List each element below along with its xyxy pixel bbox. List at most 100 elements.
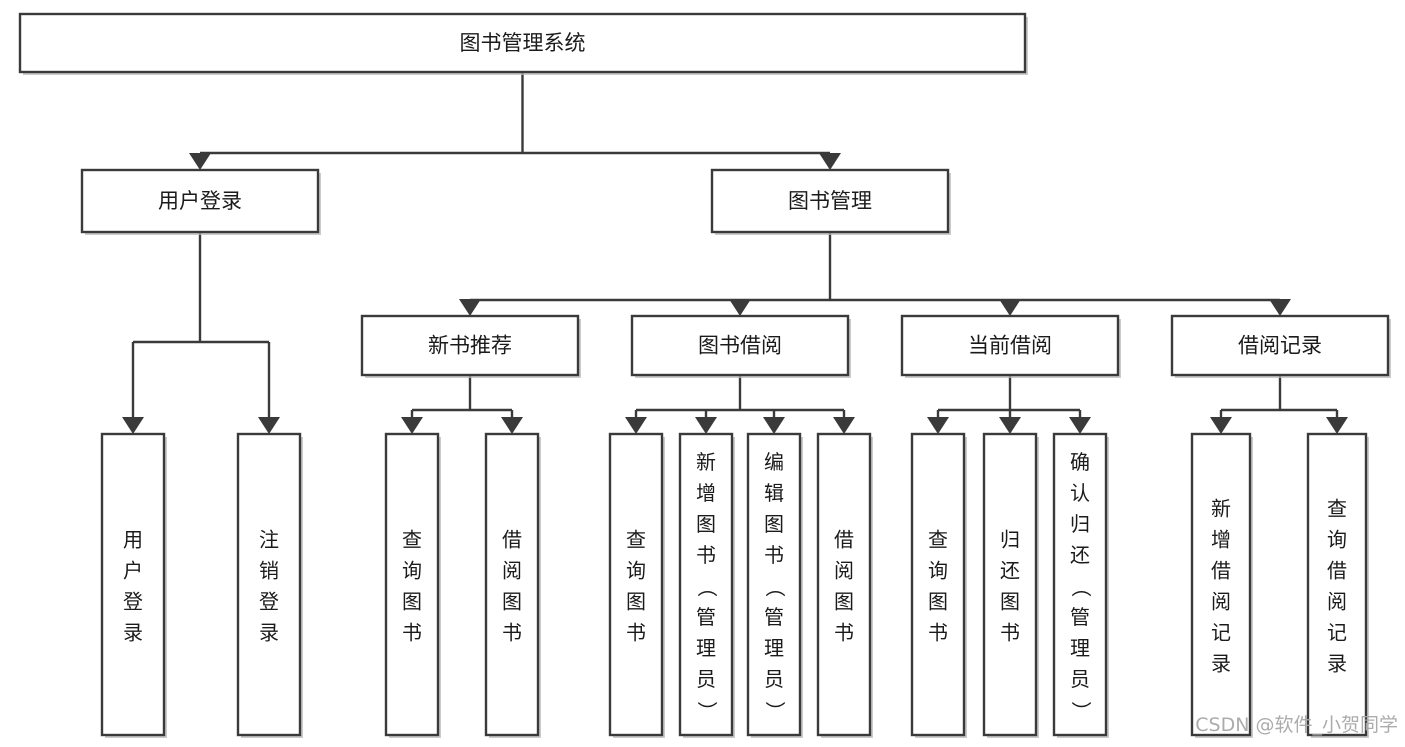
svg-text:询: 询	[928, 559, 948, 583]
svg-text:录: 录	[123, 621, 143, 645]
svg-text:管: 管	[764, 605, 784, 629]
node-label: 图书管理	[788, 189, 872, 213]
arrow-head-icon	[695, 417, 717, 434]
svg-text:还: 还	[1070, 543, 1090, 567]
connector-layer	[122, 72, 1348, 434]
svg-text:书: 书	[1000, 621, 1020, 645]
node-current-borrow[interactable]: 当前借阅	[900, 314, 1121, 378]
svg-text:销: 销	[259, 559, 279, 583]
arrow-head-icon	[1326, 417, 1348, 434]
svg-text:用: 用	[123, 528, 143, 552]
node-label: 借阅记录	[1238, 334, 1322, 358]
node-box	[710, 168, 950, 234]
arrow-head-icon	[999, 299, 1021, 316]
arrow-head-icon	[459, 299, 481, 316]
svg-text:书: 书	[764, 543, 784, 567]
svg-text:查: 查	[626, 528, 646, 552]
svg-text:图: 图	[1000, 590, 1020, 614]
node-root[interactable]: 图书管理系统	[18, 12, 1028, 75]
svg-text:图: 图	[402, 590, 422, 614]
arrow-head-icon	[1210, 417, 1232, 434]
node-box	[80, 168, 320, 234]
node-book-borrow[interactable]: 图书借阅	[630, 314, 851, 378]
svg-text:管: 管	[1070, 605, 1090, 629]
svg-text:书: 书	[502, 621, 522, 645]
svg-text:书: 书	[928, 621, 948, 645]
svg-text:图: 图	[502, 590, 522, 614]
svg-text:阅: 阅	[1211, 590, 1231, 614]
arrow-head-icon	[401, 417, 423, 434]
svg-text:记: 记	[1211, 621, 1231, 645]
svg-text:书: 书	[402, 621, 422, 645]
node-box	[484, 432, 540, 737]
connector-group-book-borrow	[625, 375, 855, 434]
svg-text:）: ）	[763, 701, 787, 721]
arrow-head-icon	[122, 417, 144, 434]
node-box	[100, 432, 166, 737]
node-user-login[interactable]: 用户登录	[80, 168, 321, 235]
arrow-head-icon	[625, 417, 647, 434]
node-layer: 图书管理系统用户登录图书管理新书推荐图书借阅当前借阅借阅记录用户登录注销登录查询…	[18, 12, 1391, 738]
svg-text:）: ）	[695, 701, 719, 721]
svg-text:理: 理	[696, 636, 716, 660]
svg-text:员: 员	[764, 667, 784, 691]
svg-text:询: 询	[402, 559, 422, 583]
svg-text:查: 查	[928, 528, 948, 552]
node-new-book-rec[interactable]: 新书推荐	[360, 314, 581, 378]
node-label: 新书推荐	[428, 334, 512, 358]
node-box	[816, 432, 872, 737]
svg-text:记: 记	[1327, 621, 1347, 645]
node-box	[360, 314, 580, 377]
node-box	[1052, 432, 1108, 737]
svg-text:阅: 阅	[834, 559, 854, 583]
node-box	[18, 12, 1027, 74]
svg-text:书: 书	[696, 543, 716, 567]
node-box	[1306, 432, 1368, 737]
svg-text:辑: 辑	[764, 481, 784, 505]
svg-text:归: 归	[1070, 512, 1090, 536]
svg-text:阅: 阅	[502, 559, 522, 583]
csdn-watermark: CSDN @软件_小贺同学	[1195, 714, 1398, 736]
svg-text:编: 编	[764, 450, 784, 474]
node-book-manage[interactable]: 图书管理	[710, 168, 951, 235]
arrow-head-icon	[258, 417, 280, 434]
node-leaf-user-login[interactable]: 用户登录	[100, 432, 167, 738]
svg-text:借: 借	[502, 528, 522, 552]
node-box	[746, 432, 802, 737]
svg-text:增: 增	[1211, 528, 1231, 552]
arrow-head-icon	[189, 153, 211, 170]
node-borrow-record[interactable]: 借阅记录	[1170, 314, 1391, 378]
arrow-head-icon	[729, 299, 751, 316]
svg-text:员: 员	[1070, 667, 1090, 691]
svg-text:注: 注	[259, 528, 279, 552]
svg-text:增: 增	[696, 481, 716, 505]
svg-text:归: 归	[1000, 528, 1020, 552]
node-box	[630, 314, 850, 377]
node-box	[236, 432, 302, 737]
svg-text:图: 图	[834, 590, 854, 614]
svg-text:户: 户	[123, 559, 143, 583]
arrow-head-icon	[501, 417, 523, 434]
arrow-head-icon	[1269, 299, 1291, 316]
